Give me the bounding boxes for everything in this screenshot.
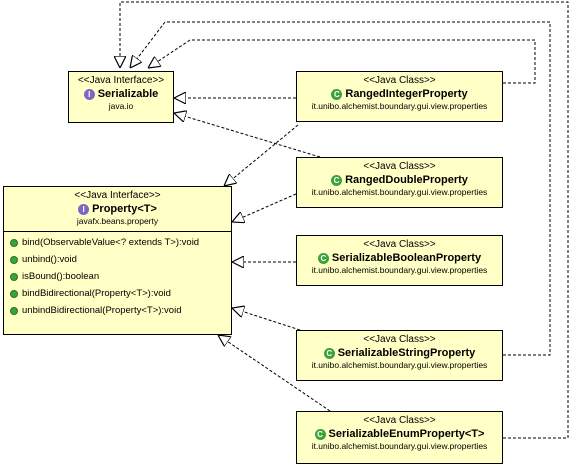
class-icon: C [314, 428, 326, 440]
class-name: RangedIntegerProperty [345, 88, 468, 100]
serializable-string-property-class-box[interactable]: <<Java Class>> C SerializableStringPrope… [296, 330, 503, 381]
string-implements-serializable-arrow [130, 21, 551, 356]
interface-icon: I [83, 88, 95, 100]
class-name-row: C RangedDoubleProperty [297, 173, 502, 187]
method-signature: unbind():void [22, 254, 77, 265]
ranged-integer-property-class-box[interactable]: <<Java Class>> C RangedIntegerProperty i… [296, 71, 503, 122]
method-row[interactable]: isBound():boolean [4, 268, 231, 285]
public-method-icon [10, 289, 18, 298]
ranged-double-property-class-box[interactable]: <<Java Class>> C RangedDoubleProperty it… [296, 157, 503, 208]
method-signature: unbindBidirectional(Property<T>):void [22, 305, 182, 316]
public-method-icon [10, 255, 18, 264]
class-name: SerializableStringProperty [337, 347, 476, 359]
interface-icon: I [78, 203, 90, 215]
public-method-icon [10, 238, 18, 247]
ranged-integer-implements-property-arrow [224, 124, 299, 186]
property-name: Property<T> [92, 203, 157, 215]
method-row[interactable]: bind(ObservableValue<? extends T>):void [4, 234, 231, 251]
class-name-row: C SerializableBooleanProperty [297, 251, 502, 265]
property-name-row: I Property<T> [4, 202, 231, 216]
class-stereotype: <<Java Class>> [363, 75, 436, 86]
ranged-double-implements-serializable-arrow [174, 113, 321, 158]
class-name-row: C SerializableEnumProperty<T> [297, 427, 502, 441]
class-name: SerializableEnumProperty<T> [328, 428, 485, 440]
class-package: it.unibo.alchemist.boundary.gui.view.pro… [311, 360, 488, 370]
serializable-name: Serializable [97, 88, 159, 100]
class-name: RangedDoubleProperty [345, 174, 468, 186]
class-stereotype: <<Java Class>> [363, 239, 436, 250]
class-package: it.unibo.alchemist.boundary.gui.view.pro… [311, 187, 488, 197]
serializable-interface-box[interactable]: <<Java Interface>> I Serializable java.i… [68, 71, 174, 123]
property-separator [4, 231, 231, 232]
serializable-enum-property-class-box[interactable]: <<Java Class>> C SerializableEnumPropert… [296, 411, 503, 464]
ranged-double-implements-property-arrow [232, 193, 297, 222]
public-method-icon [10, 272, 18, 281]
enum-implements-serializable-arrow [120, 1, 569, 439]
class-stereotype: <<Java Class>> [363, 415, 436, 426]
string-implements-property-arrow [232, 308, 301, 331]
method-signature: isBound():boolean [22, 271, 100, 282]
class-icon: C [317, 252, 329, 264]
property-package: javafx.beans.property [76, 216, 159, 226]
class-icon: C [323, 347, 335, 359]
method-row[interactable]: bindBidirectional(Property<T>):void [4, 285, 231, 302]
class-package: it.unibo.alchemist.boundary.gui.view.pro… [311, 441, 488, 451]
property-interface-box[interactable]: <<Java Interface>> I Property<T> javafx.… [3, 186, 232, 335]
serializable-package: java.io [108, 101, 134, 111]
class-name: SerializableBooleanProperty [331, 252, 482, 264]
property-stereotype: <<Java Interface>> [74, 190, 161, 201]
class-stereotype: <<Java Class>> [363, 334, 436, 345]
serializable-boolean-property-class-box[interactable]: <<Java Class>> C SerializableBooleanProp… [296, 235, 503, 286]
class-package: it.unibo.alchemist.boundary.gui.view.pro… [311, 101, 488, 111]
class-icon: C [331, 88, 343, 100]
class-stereotype: <<Java Class>> [363, 161, 436, 172]
class-package: it.unibo.alchemist.boundary.gui.view.pro… [311, 265, 488, 275]
serializable-stereotype: <<Java Interface>> [77, 75, 165, 86]
method-signature: bind(ObservableValue<? extends T>):void [22, 237, 200, 248]
method-signature: bindBidirectional(Property<T>):void [22, 288, 171, 299]
serializable-name-row: I Serializable [69, 87, 173, 101]
public-method-icon [10, 306, 18, 315]
boolean-implements-serializable-arrow [148, 39, 536, 84]
class-icon: C [331, 174, 343, 186]
class-name-row: C SerializableStringProperty [297, 346, 502, 360]
property-methods: bind(ObservableValue<? extends T>):void … [4, 232, 231, 319]
method-row[interactable]: unbind():void [4, 251, 231, 268]
method-row[interactable]: unbindBidirectional(Property<T>):void [4, 302, 231, 319]
class-name-row: C RangedIntegerProperty [297, 87, 502, 101]
enum-implements-property-arrow [218, 335, 331, 412]
